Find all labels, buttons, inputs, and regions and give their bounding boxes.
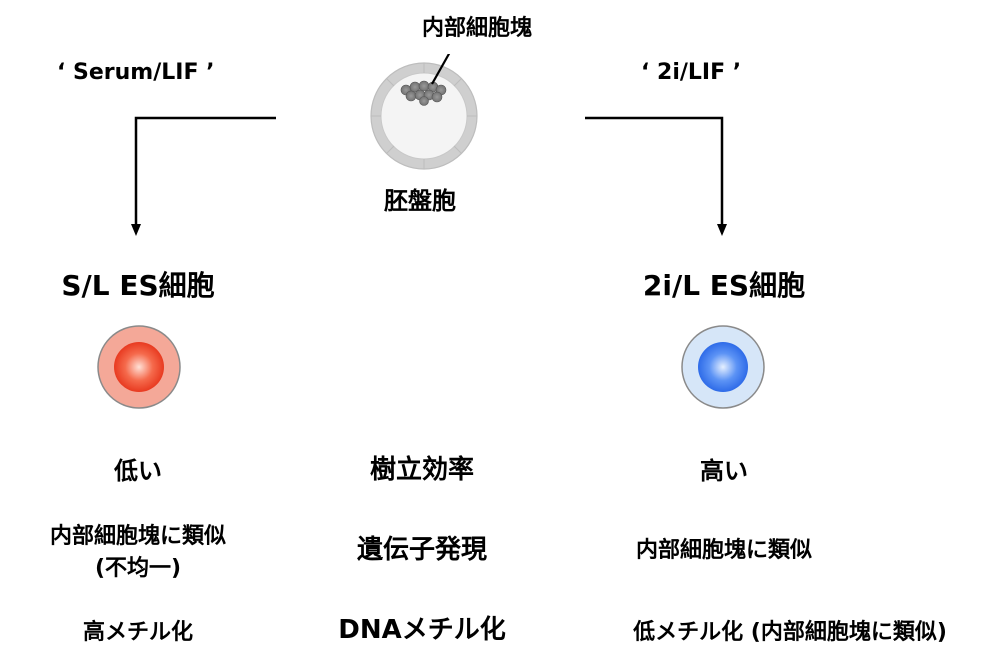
- 2il-es-cell-icon: [681, 325, 765, 409]
- 2il-es-cell-title: 2i/L ES細胞: [642, 269, 806, 302]
- sl-efficiency: 低い: [114, 457, 162, 485]
- blastocyst-diagram: [370, 54, 478, 170]
- inner-cell-mass-label: 内部細胞塊: [422, 16, 533, 41]
- sl-methylation: 高メチル化: [82, 620, 194, 645]
- right-arrowhead: [717, 224, 727, 236]
- sl-es-cell-title: S/L ES細胞: [61, 269, 215, 302]
- right-arrow: [585, 116, 724, 230]
- expression-label: 遺伝子発現: [356, 535, 488, 565]
- efficiency-label: 樹立効率: [369, 455, 475, 485]
- 2il-efficiency: 高い: [700, 457, 748, 485]
- methylation-label: DNAメチル化: [338, 615, 506, 645]
- blastocyst-label: 胚盤胞: [384, 187, 456, 215]
- left-arrowhead: [131, 224, 141, 236]
- serum-lif-label: ‘ Serum/LIF ’: [57, 60, 215, 85]
- left-arrow: [134, 116, 276, 230]
- sl-expression-line2: (不均一): [94, 556, 182, 581]
- 2i-lif-label: ‘ 2i/LIF ’: [641, 60, 742, 85]
- inner-cell-mass: [400, 80, 447, 106]
- sl-es-cell-icon: [97, 325, 181, 409]
- 2il-methylation: 低メチル化 (内部細胞塊に類似): [633, 620, 947, 645]
- sl-expression-line1: 内部細胞塊に類似: [49, 524, 227, 549]
- 2il-expression: 内部細胞塊に類似: [635, 538, 813, 563]
